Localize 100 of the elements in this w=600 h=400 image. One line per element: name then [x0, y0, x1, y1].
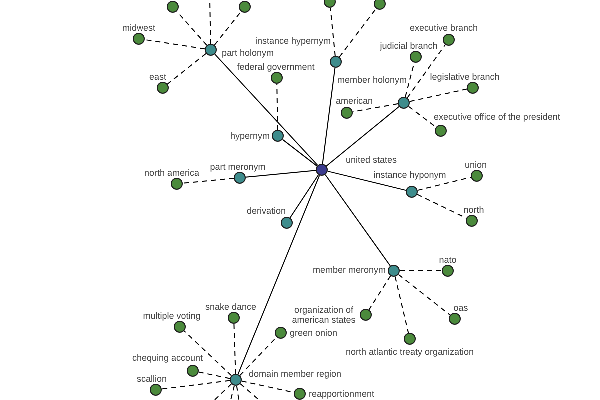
node-label: part holonym — [222, 48, 274, 58]
connector-line — [339, 8, 377, 58]
connector-line — [198, 372, 231, 380]
graph-node — [174, 321, 186, 333]
node-label: multiple voting — [143, 311, 201, 321]
node-label: member meronym — [312, 265, 386, 275]
node-label: derivation — [246, 206, 286, 216]
connector-line — [400, 270, 442, 272]
node-label: oas — [454, 303, 468, 313]
graph-node — [187, 365, 199, 377]
connector-line — [214, 384, 232, 400]
node-label: legislative branch — [430, 72, 500, 82]
graph-node — [467, 82, 479, 94]
connector-line — [161, 380, 231, 390]
connector-line — [406, 44, 446, 99]
connector-line — [176, 11, 208, 46]
graph-node — [294, 388, 306, 400]
graph-node — [157, 82, 169, 94]
connector-line — [167, 53, 207, 85]
connector-line — [394, 276, 410, 334]
graph-node — [133, 33, 145, 45]
connector-line — [324, 174, 392, 267]
node-label: north america — [144, 168, 200, 178]
connector-line — [282, 139, 318, 167]
connector-line — [326, 106, 400, 167]
node-label: domain member region — [249, 369, 342, 379]
graph-node — [234, 172, 246, 184]
connector-line — [409, 88, 468, 102]
graph-node — [442, 265, 454, 277]
node-label: federal government — [237, 62, 315, 72]
graph-node — [239, 1, 251, 13]
connector-line — [322, 67, 336, 165]
node-label: east — [150, 72, 166, 82]
connector-line — [240, 383, 260, 400]
connector-line — [214, 11, 242, 46]
graph-node — [406, 186, 418, 198]
connector-line — [184, 330, 232, 376]
graph-node — [167, 1, 179, 13]
node-label: reapportionment — [309, 389, 375, 399]
connector-line — [327, 170, 407, 192]
node-label: judicial branch — [380, 41, 438, 51]
connector-line — [352, 104, 399, 112]
connector-line — [290, 174, 320, 218]
graph-node — [435, 125, 447, 137]
connector-line — [417, 176, 472, 192]
graph-node — [374, 0, 386, 10]
graph-node — [205, 44, 217, 56]
node-label: part meronym — [210, 162, 266, 172]
connector-line — [214, 54, 318, 166]
graph-node — [443, 34, 455, 46]
connector-line — [276, 84, 278, 130]
graph-node — [171, 178, 183, 190]
node-label: instance hypernym — [255, 36, 331, 46]
connector-line — [182, 178, 235, 184]
node-label: executive office of the president — [434, 112, 560, 122]
graph-node — [398, 97, 410, 109]
graph-node — [388, 265, 400, 277]
node-label: north — [464, 205, 484, 215]
connector-line — [144, 39, 206, 50]
node-label: midwest — [122, 23, 156, 33]
node-label: executive branch — [410, 23, 478, 33]
connector-line — [245, 170, 317, 178]
node-label: united states — [346, 155, 398, 165]
graph-node — [410, 51, 422, 63]
connector-line — [210, 0, 212, 44]
graph-node — [341, 107, 353, 119]
connector-line — [236, 385, 240, 400]
graph-node — [272, 130, 284, 142]
node-label: chequing account — [132, 353, 203, 363]
graph-node — [281, 217, 293, 229]
connector-line — [368, 276, 392, 310]
connector-line — [240, 336, 278, 376]
connector-line — [398, 274, 451, 316]
graph-node — [271, 72, 283, 84]
connector-line — [230, 385, 236, 400]
node-label: north atlantic treaty organization — [346, 347, 474, 357]
node-label: nato — [439, 255, 457, 265]
graph-node — [316, 164, 328, 176]
connector-line — [408, 106, 437, 128]
graph-node — [360, 309, 372, 321]
graph-node — [230, 374, 242, 386]
node-label: member holonym — [337, 75, 407, 85]
graph-node — [330, 56, 342, 68]
node-label: hypernym — [230, 131, 270, 141]
graph-node — [150, 384, 162, 396]
graph-node — [404, 333, 416, 345]
node-label: organization of american states — [291, 305, 357, 325]
connector-line — [416, 194, 468, 219]
connector-line — [234, 324, 236, 374]
graph-node — [275, 327, 287, 339]
graph-node — [228, 312, 240, 324]
node-label: scallion — [137, 374, 167, 384]
graph-node — [471, 170, 483, 182]
graph-node — [449, 313, 461, 325]
node-label: union — [464, 160, 488, 170]
node-label: instance hyponym — [374, 170, 446, 180]
graph-node — [466, 215, 478, 227]
node-label: green onion — [290, 328, 338, 338]
node-label: snake dance — [205, 302, 257, 312]
connector-line — [238, 175, 320, 375]
